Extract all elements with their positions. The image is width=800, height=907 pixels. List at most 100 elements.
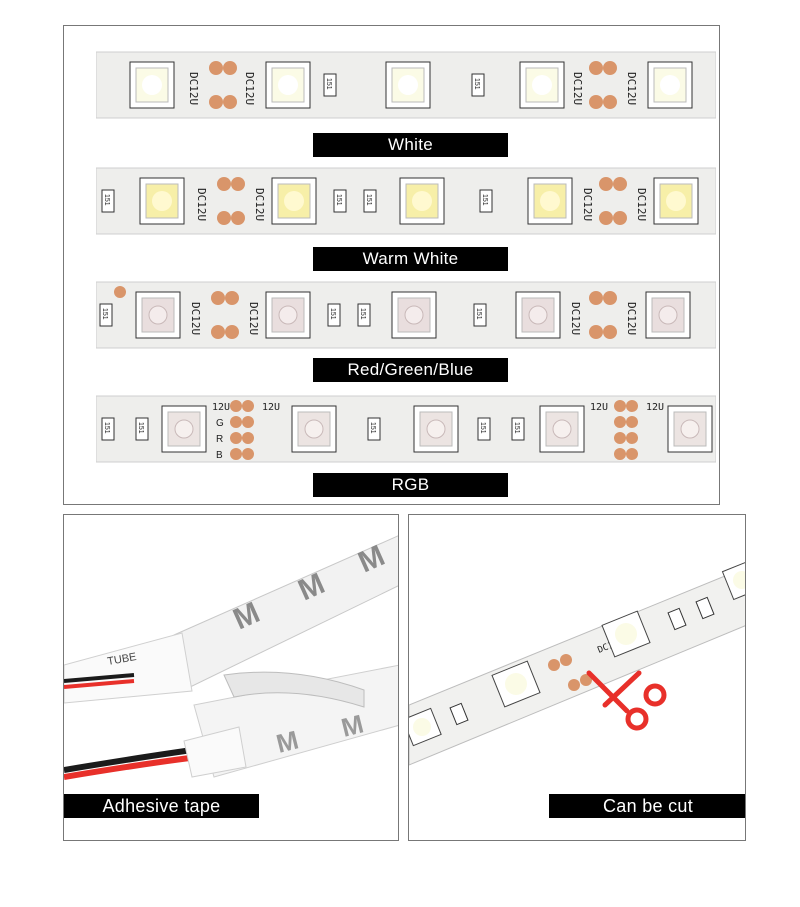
led-chip [161, 405, 207, 453]
svg-text:151: 151 [481, 194, 488, 206]
led-strip-red-green-blue-image: 151 DC12U DC12U 151 151 151 DC12U DC12U [96, 281, 716, 349]
resistor: 151 [333, 189, 347, 213]
led-chip [271, 177, 317, 225]
resistor: 151 [357, 303, 371, 327]
cut-pads [548, 654, 592, 691]
cut-pads [230, 400, 254, 460]
svg-text:151: 151 [369, 422, 376, 434]
led-chip [385, 61, 431, 109]
led-strip-white-image: DC12U DC12U 151 151 DC12U DC12U [96, 51, 716, 119]
led-strip-rgb-image: 151 151 12U G R B 12U 151 151 151 12U 12… [96, 395, 716, 463]
svg-text:151: 151 [359, 308, 366, 320]
led-chip [413, 405, 459, 453]
led-chip [527, 177, 573, 225]
voltage-label: DC12U [187, 72, 200, 105]
svg-text:151: 151 [325, 78, 332, 90]
resistor: 151 [473, 303, 487, 327]
svg-text:151: 151 [365, 194, 372, 206]
voltage-label: DC12U [635, 188, 648, 221]
svg-text:151: 151 [103, 422, 110, 434]
resistor: 151 [327, 303, 341, 327]
led-strip-warm-white-image: 151 DC12U DC12U 151 151 151 DC12U DC12U [96, 167, 716, 235]
pin-label-b: B [216, 450, 223, 461]
voltage-label: 12U [212, 402, 230, 413]
cut-pads [614, 400, 638, 460]
cut-pads [589, 61, 617, 109]
svg-text:151: 151 [475, 308, 482, 320]
voltage-label: DC12U [625, 302, 638, 335]
svg-text:151: 151 [335, 194, 342, 206]
led-strip-red-green-blue: 151 DC12U DC12U 151 151 151 DC12U DC12U [96, 278, 716, 354]
led-chip [265, 291, 311, 339]
voltage-label: DC12U [247, 302, 260, 335]
led-chip [647, 61, 693, 109]
voltage-label: 12U [646, 402, 664, 413]
tube-print: TUBE [106, 651, 137, 668]
svg-text:151: 151 [101, 308, 108, 320]
led-chip [409, 707, 442, 747]
strip-label-warm-white: Warm White [313, 247, 508, 271]
adhesive-tape-label: Adhesive tape [64, 794, 259, 818]
led-chip [645, 291, 691, 339]
resistor [695, 596, 715, 620]
led-chip [601, 610, 651, 658]
cut-pads [599, 177, 627, 225]
can-be-cut-panel: DC12V Can be cut [408, 514, 746, 841]
voltage-label: DC12U [243, 72, 256, 105]
led-chip [519, 61, 565, 109]
strip-label-rgb: RGB [313, 473, 508, 497]
adhesive-tape-photo: M M M TUBE M M [64, 535, 398, 780]
resistor: 151 [367, 417, 381, 441]
voltage-label: DC12U [253, 188, 266, 221]
cut-pads [589, 291, 617, 339]
svg-text:151: 151 [479, 422, 486, 434]
led-chip [491, 660, 541, 708]
led-chip [653, 177, 699, 225]
resistor: 151 [323, 73, 337, 97]
led-chip [291, 405, 337, 453]
voltage-label: DC12U [625, 72, 638, 105]
scissors-icon [586, 670, 667, 731]
led-chip [129, 61, 175, 109]
led-chip [391, 291, 437, 339]
voltage-label: DC12U [189, 302, 202, 335]
adhesive-tape-panel: M M M TUBE M M Adhesive tape [63, 514, 399, 841]
resistor: 151 [101, 189, 115, 213]
voltage-label: DC12U [569, 302, 582, 335]
svg-text:151: 151 [513, 422, 520, 434]
resistor: 151 [477, 417, 491, 441]
voltage-label: DC12U [571, 72, 584, 105]
svg-text:151: 151 [103, 194, 110, 206]
resistor: 151 [135, 417, 149, 441]
led-chip [265, 61, 311, 109]
resistor: 151 [511, 417, 525, 441]
pin-label-g: G [216, 418, 224, 429]
can-be-cut-label: Can be cut [549, 794, 745, 818]
strip-label-red-green-blue: Red/Green/Blue [313, 358, 508, 382]
resistor [449, 702, 469, 726]
resistor [667, 607, 687, 631]
resistor: 151 [479, 189, 493, 213]
led-chip [399, 177, 445, 225]
led-chip [667, 405, 713, 453]
svg-text:151: 151 [329, 308, 336, 320]
led-chip [135, 291, 181, 339]
can-be-cut-photo: DC12V [409, 559, 745, 766]
cut-pads [211, 291, 239, 339]
led-strip-rgb: 151 151 12U G R B 12U 151 151 151 12U 12… [96, 392, 716, 468]
led-strip-white: DC12U DC12U 151 151 DC12U DC12U [96, 48, 716, 124]
strip-label-white: White [313, 133, 508, 157]
resistor: 151 [99, 303, 113, 327]
led-chip [721, 559, 745, 601]
cut-pads [209, 61, 237, 109]
led-strip-warm-white: 151 DC12U DC12U 151 151 151 DC12U DC12U [96, 164, 716, 240]
resistor: 151 [101, 417, 115, 441]
resistor: 151 [471, 73, 485, 97]
voltage-label: DC12U [195, 188, 208, 221]
led-chip [139, 177, 185, 225]
voltage-label: 12U [590, 402, 608, 413]
voltage-label: 12U [262, 402, 280, 413]
led-chip [515, 291, 561, 339]
led-chip [539, 405, 585, 453]
voltage-label: DC12U [581, 188, 594, 221]
